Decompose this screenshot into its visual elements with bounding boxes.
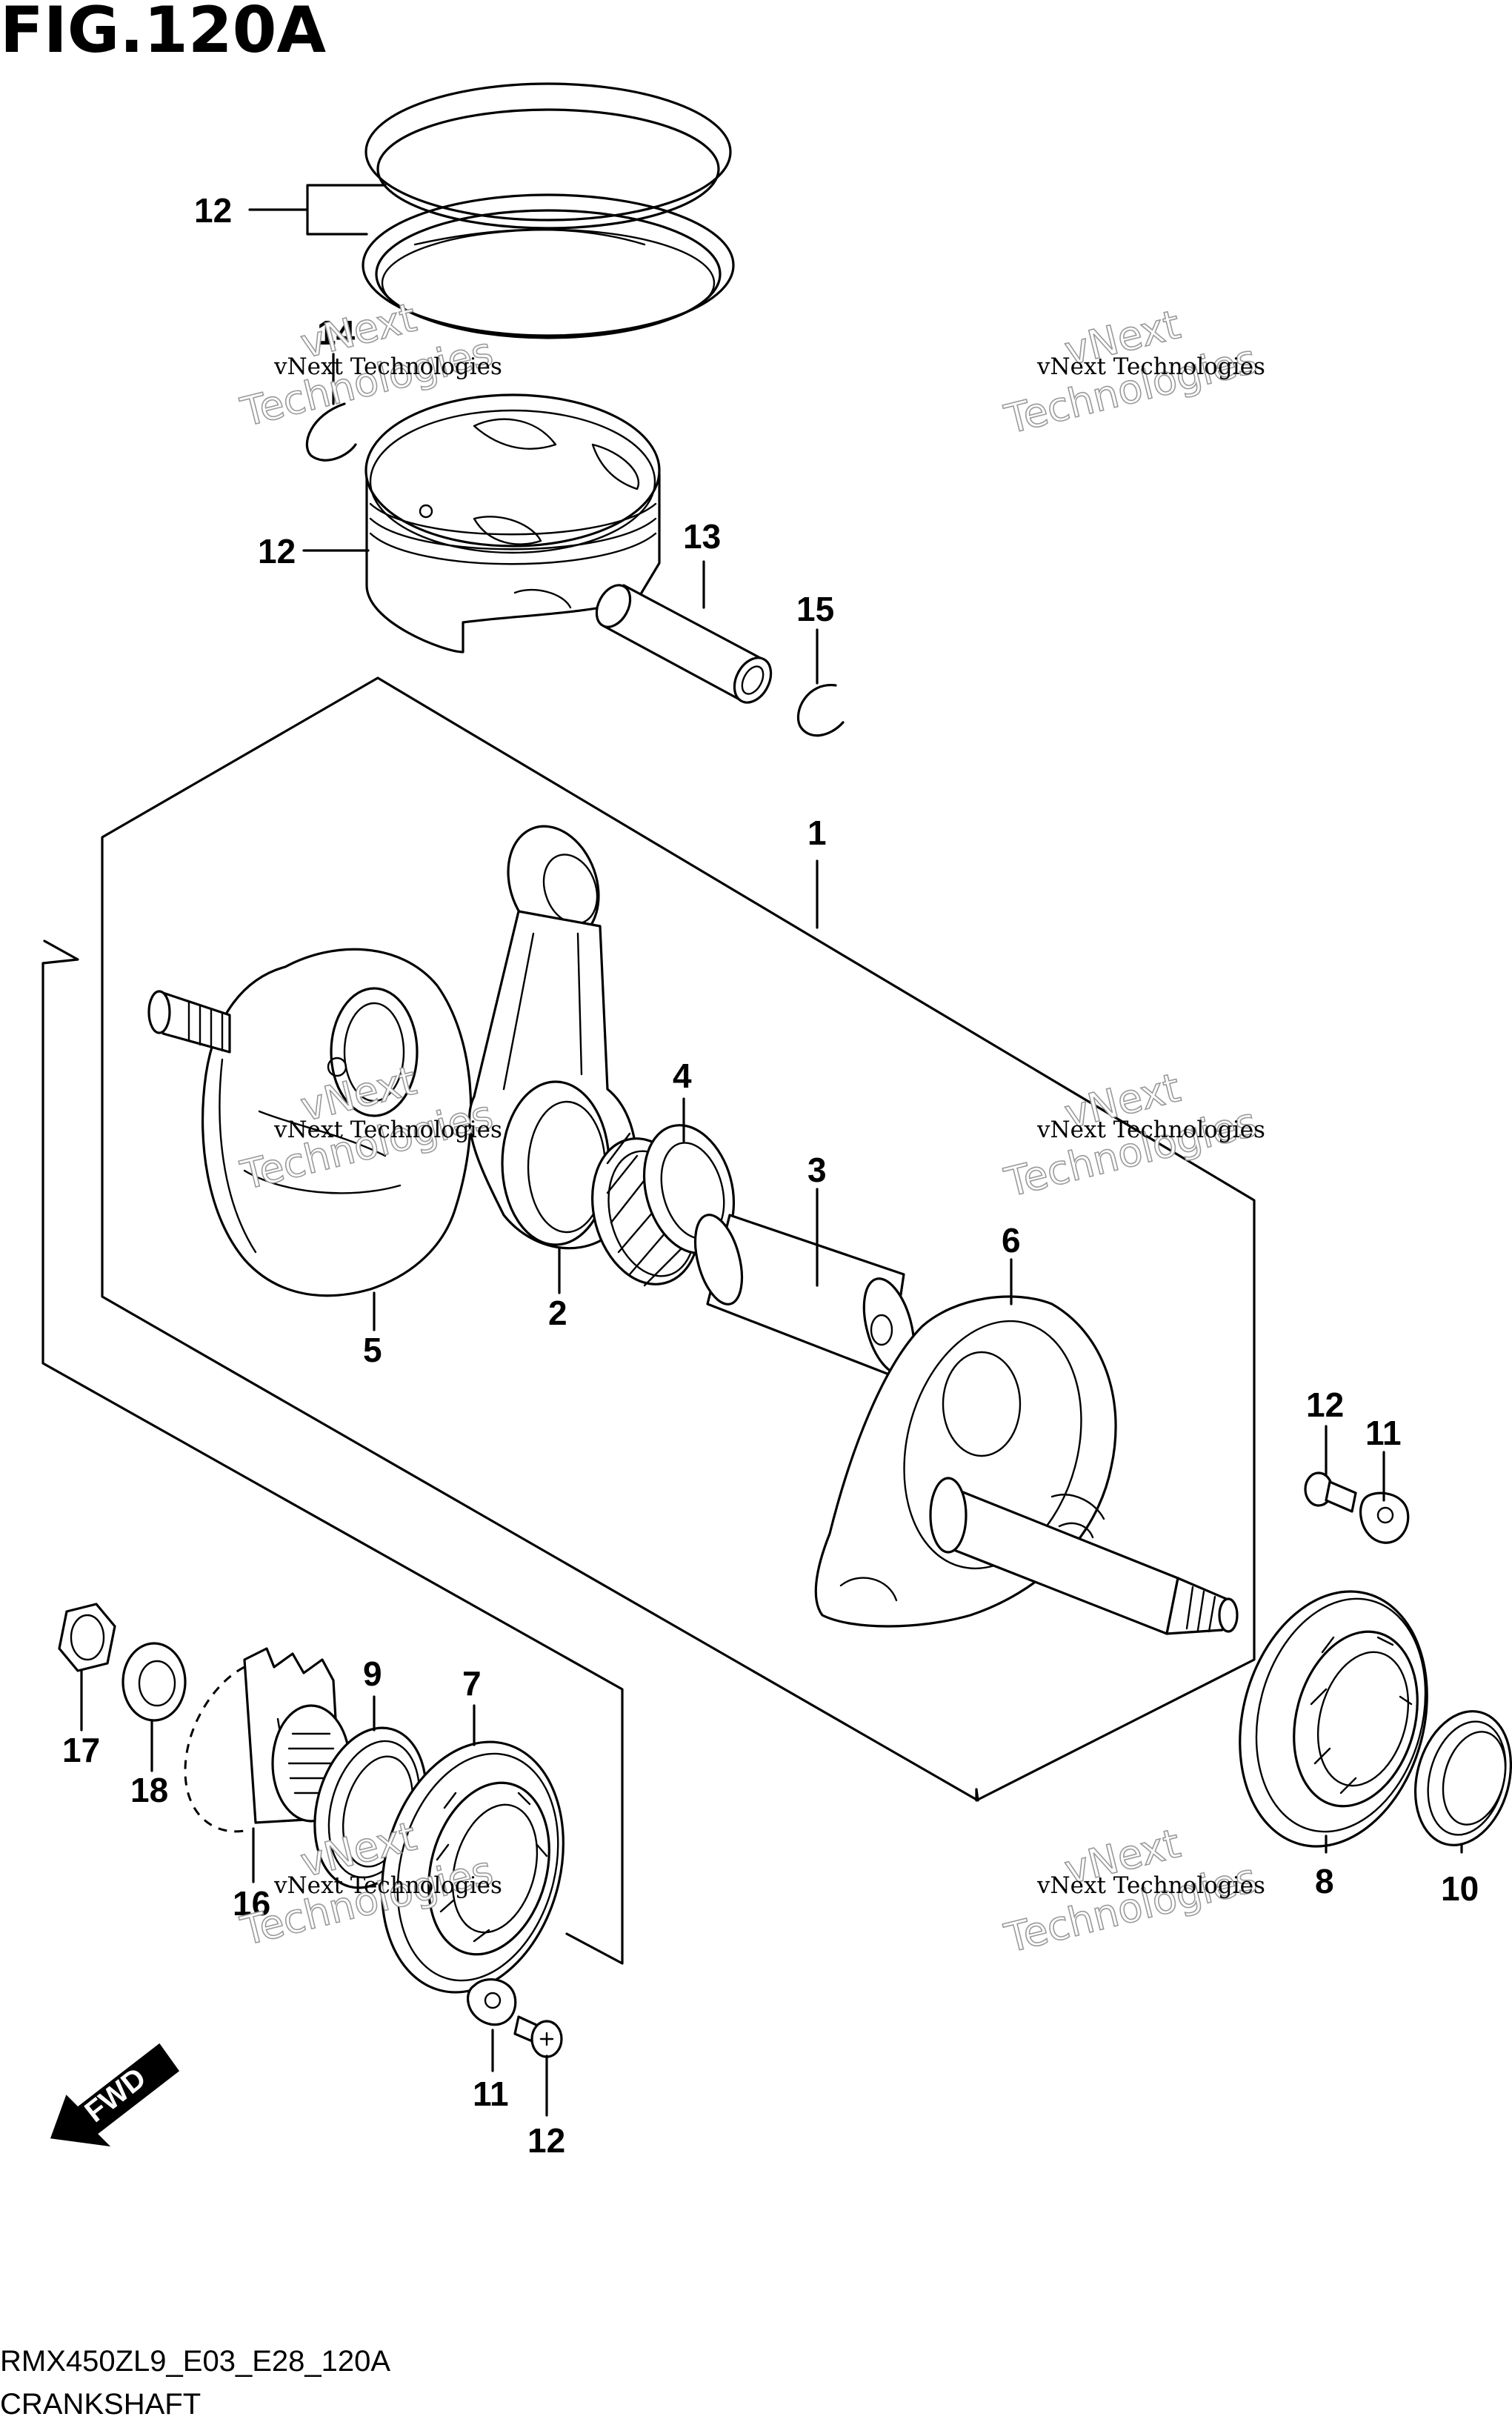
callout-3: 3 — [807, 1151, 827, 1189]
svg-text:vNext Technologies: vNext Technologies — [273, 353, 502, 380]
callout-11-upper: 11 — [1365, 1414, 1402, 1452]
callout-1: 1 — [807, 814, 827, 852]
svg-text:vNext Technologies: vNext Technologies — [273, 1872, 502, 1899]
callout-4: 4 — [673, 1057, 692, 1095]
watermark-bottom-right: vNext Technologies vNext Technologies — [999, 1819, 1265, 1962]
piston-pin-circlip-left[interactable] — [305, 402, 357, 462]
callout-10: 10 — [1441, 1869, 1479, 1908]
piston[interactable] — [364, 393, 661, 653]
svg-text:vNext Technologies: vNext Technologies — [1036, 1872, 1265, 1899]
washer-lower[interactable] — [467, 1978, 517, 2026]
callout-7: 7 — [462, 1664, 482, 1703]
callout-20: 18 — [130, 1771, 168, 1809]
callout-6: 6 — [1002, 1221, 1021, 1260]
callout-13: 12 — [258, 532, 296, 571]
figure-title: FIG.120A — [0, 0, 327, 67]
callout-5: 5 — [363, 1331, 382, 1369]
watermark-middle-right: vNext Technologies vNext Technologies — [999, 1063, 1265, 1206]
piston-ring-set[interactable] — [362, 82, 735, 339]
callout-2: 2 — [548, 1294, 567, 1332]
oil-seal-right[interactable] — [1401, 1700, 1512, 1856]
crankshaft-right-half[interactable] — [814, 1295, 1239, 1635]
connecting-rod[interactable] — [467, 814, 638, 1250]
main-bearing-right[interactable] — [1213, 1570, 1454, 1867]
callout-12-lower: 12 — [527, 2121, 565, 2160]
watermark-top-right: vNext Technologies vNext Technologies — [999, 300, 1265, 443]
callout-12-upper: 12 — [1306, 1386, 1344, 1424]
crankshaft-group-outline — [41, 939, 624, 1965]
callout-16: 14 — [317, 313, 356, 352]
crankshaft-assembly-outline — [101, 676, 1256, 1802]
piston-pin-circlip-right[interactable] — [796, 684, 845, 737]
crank-pin[interactable] — [687, 1210, 923, 1380]
washer-upper[interactable] — [1359, 1491, 1410, 1544]
callout-17: 15 — [796, 590, 834, 628]
callout-19: 17 — [62, 1731, 100, 1769]
forward-direction-arrow: FWD — [50, 2043, 180, 2147]
crankshaft-washer[interactable] — [121, 1642, 187, 1722]
leader-lines — [80, 184, 1463, 2117]
callout-15: 13 — [683, 517, 721, 556]
main-bearing-left[interactable] — [356, 1721, 590, 2012]
callout-14: 12 — [194, 191, 232, 230]
callout-8: 8 — [1315, 1862, 1334, 1900]
svg-text:vNext Technologies: vNext Technologies — [1036, 353, 1265, 380]
svg-text:vNext Technologies: vNext Technologies — [273, 1117, 502, 1143]
crankshaft-left-half[interactable] — [147, 948, 473, 1297]
callout-9: 9 — [363, 1654, 382, 1693]
bolt-upper[interactable] — [1304, 1471, 1357, 1513]
bolt-lower[interactable] — [513, 2015, 563, 2058]
model-code: RMX450ZL9_E03_E28_120A — [0, 2345, 390, 2378]
callout-11-lower: 11 — [473, 2075, 509, 2113]
section-name: CRANKSHAFT — [0, 2388, 201, 2421]
piston-pin[interactable] — [590, 579, 778, 708]
crankshaft-nut[interactable] — [58, 1603, 116, 1672]
callout-18: 16 — [233, 1884, 270, 1923]
svg-text:vNext Technologies: vNext Technologies — [1036, 1117, 1265, 1143]
